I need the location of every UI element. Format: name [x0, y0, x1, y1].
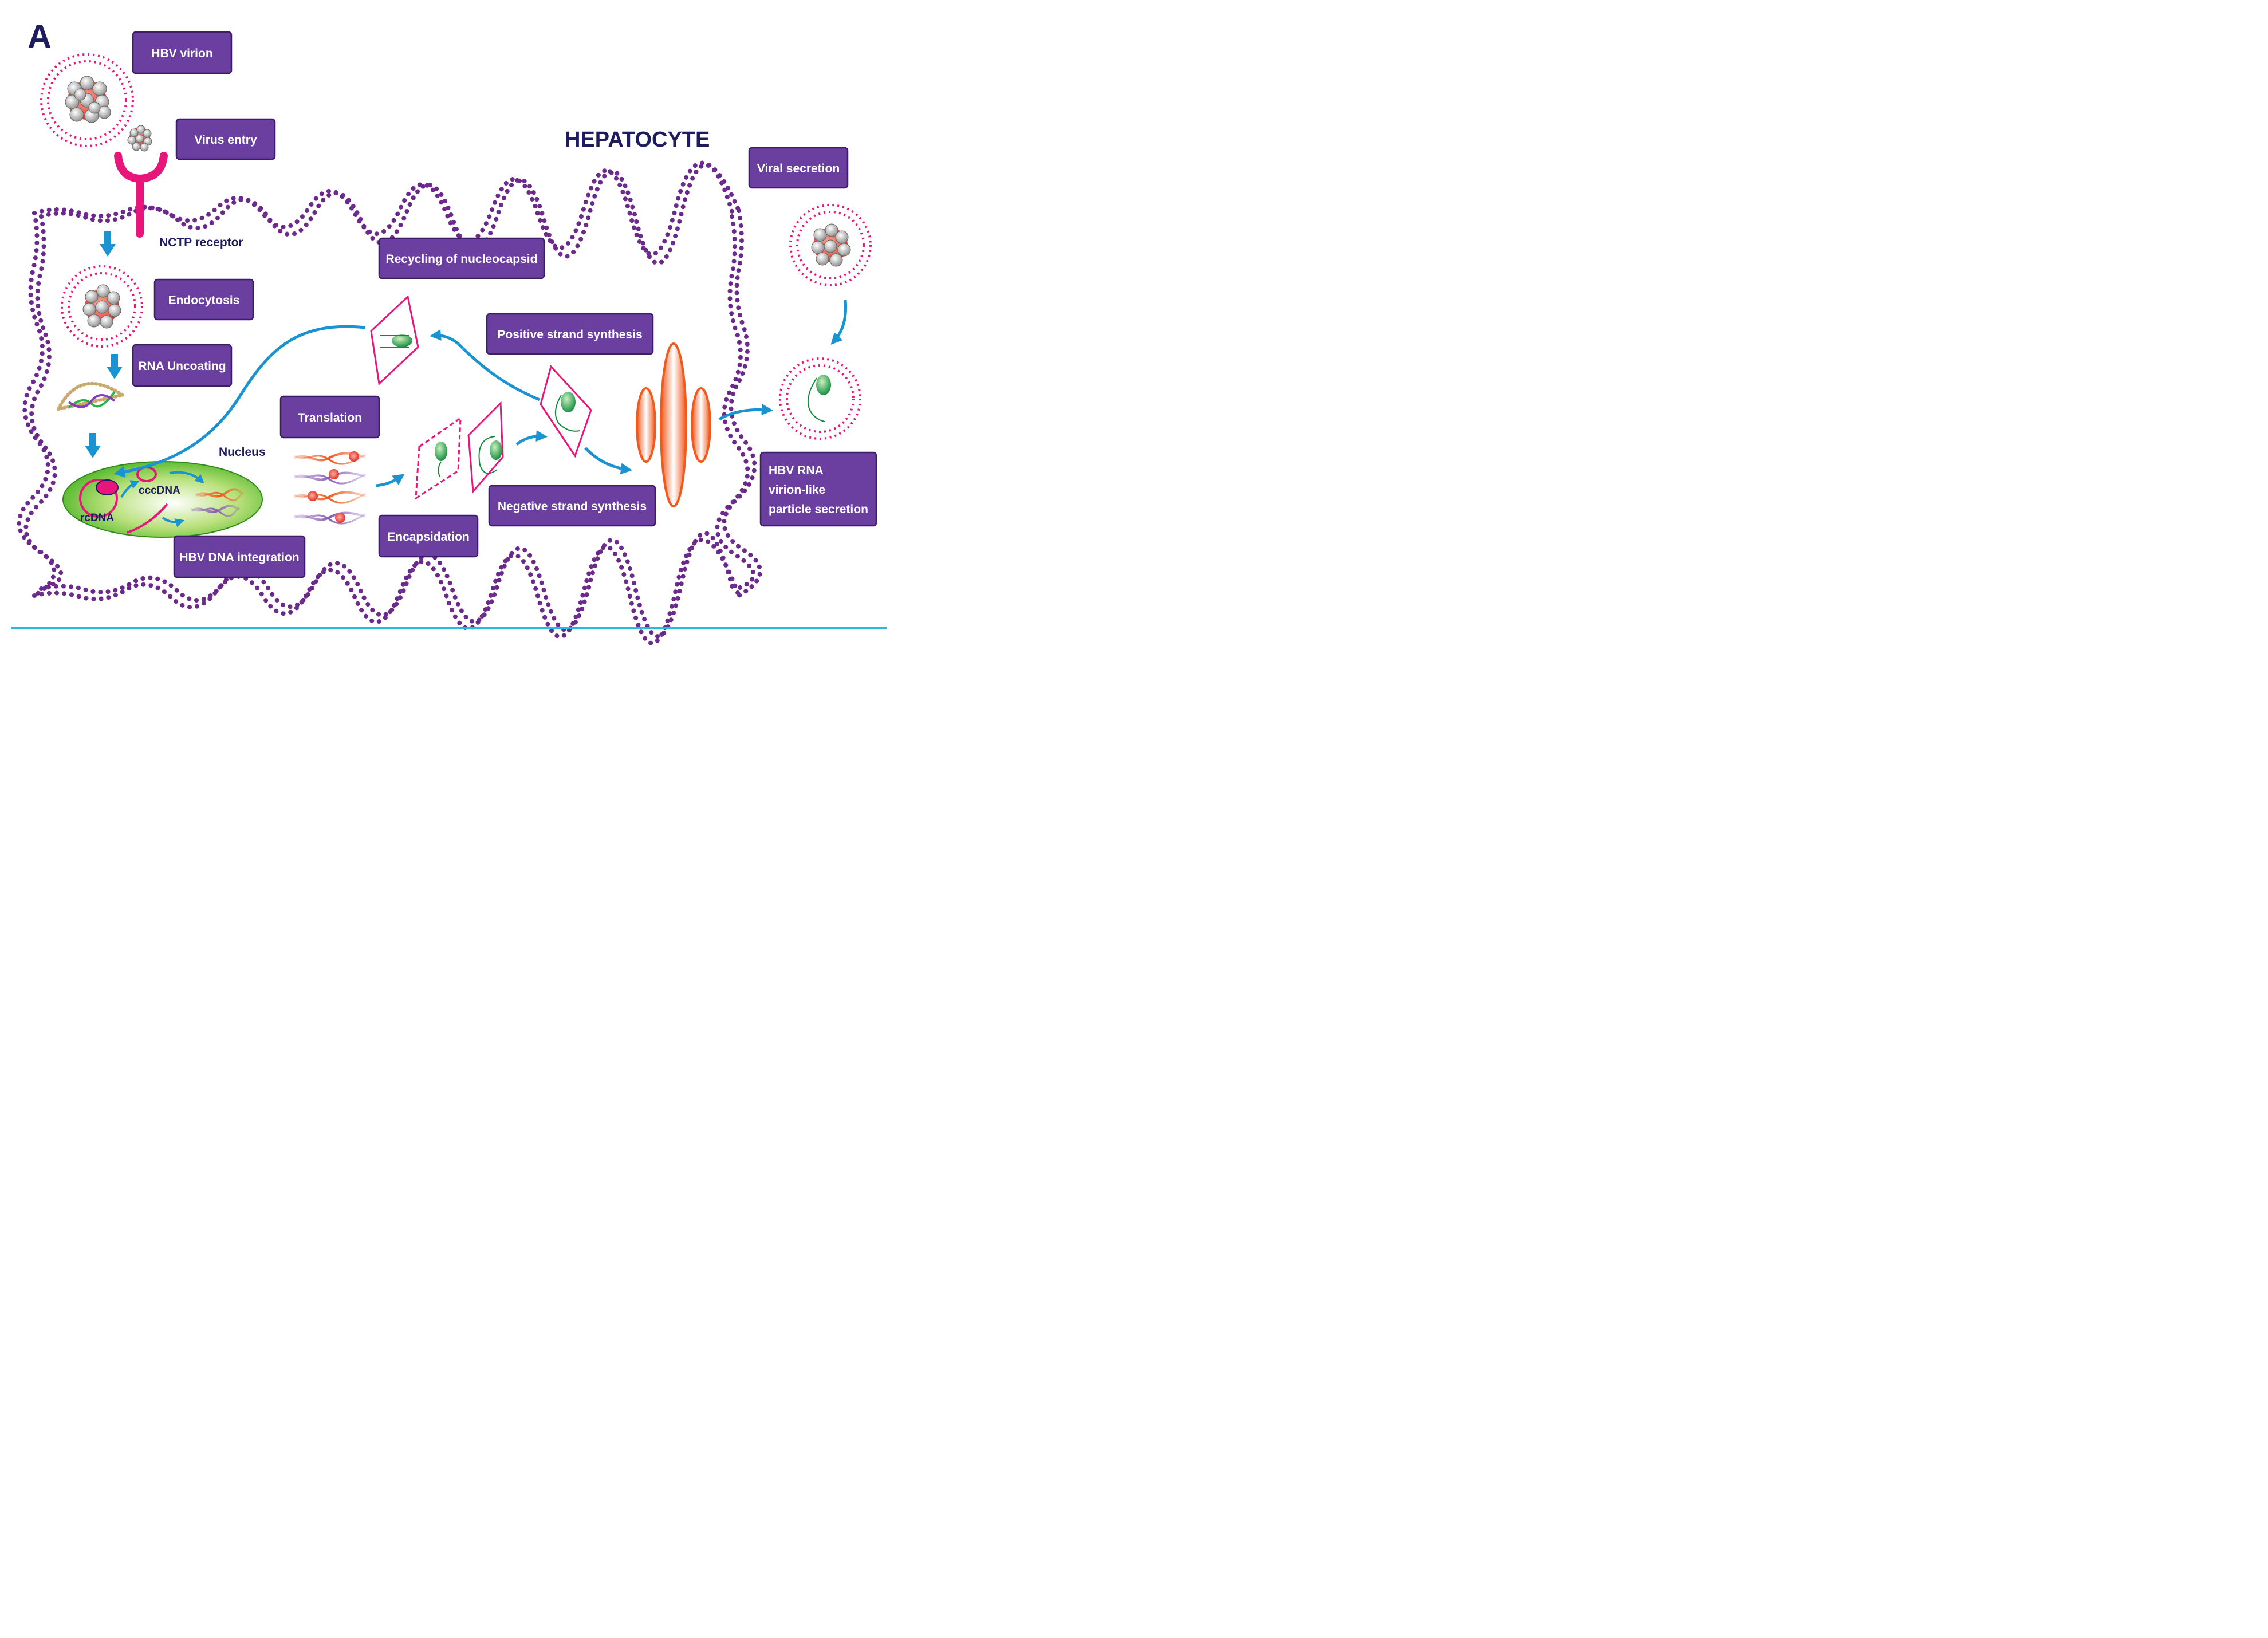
- nctp-receptor-label: NCTP receptor: [159, 236, 243, 249]
- cccdna-label: cccDNA: [139, 485, 180, 497]
- hbv-virion-particle: [40, 53, 134, 147]
- rna-virion-like-particle: [779, 357, 861, 440]
- mrna-with-ribosomes: [293, 451, 366, 525]
- capsid-negative-strand: [467, 401, 504, 494]
- nucleus: [62, 461, 263, 538]
- label-hbv-dna-integration: HBV DNA integration: [173, 535, 306, 578]
- secreted-virion: [789, 204, 872, 286]
- svg-text:HBV RNA: HBV RNA: [769, 464, 824, 477]
- svg-text:Recycling of nucleocapsid: Recycling of nucleocapsid: [386, 253, 538, 266]
- nctp-receptor-shape: [114, 152, 168, 238]
- down-arrow-1: [100, 231, 116, 257]
- uncoated-rna-capsule: [55, 381, 127, 412]
- arrow-to-secretion: [718, 404, 773, 421]
- secretory-organelle: [636, 342, 711, 507]
- svg-text:Endocytosis: Endocytosis: [168, 294, 240, 307]
- svg-text:Encapsidation: Encapsidation: [387, 530, 470, 544]
- hbv-life-cycle-diagram: A NCTP receptor HEPATOCYTE: [11, 18, 887, 646]
- down-arrow-2: [107, 354, 123, 379]
- rcdna-label: rcDNA: [80, 512, 114, 524]
- svg-text:virion-like: virion-like: [769, 483, 825, 497]
- svg-text:Viral secretion: Viral secretion: [757, 162, 840, 175]
- label-translation: Translation: [279, 395, 380, 439]
- svg-text:Positive strand synthesis: Positive strand synthesis: [497, 328, 642, 341]
- arrow-secretion-down: [830, 300, 848, 345]
- svg-text:RNA Uncoating: RNA Uncoating: [138, 360, 226, 373]
- capsid-recycling: [370, 295, 419, 386]
- entering-virion: [127, 125, 152, 152]
- arrow-positive-to-recycling: [430, 329, 540, 401]
- svg-text:Virus entry: Virus entry: [194, 133, 257, 147]
- label-positive-strand: Positive strand synthesis: [486, 313, 654, 355]
- svg-text:HBV DNA integration: HBV DNA integration: [179, 551, 299, 564]
- arrow-to-organelle: [584, 447, 632, 475]
- endocytosed-virion: [61, 265, 143, 348]
- down-arrow-3: [85, 433, 101, 458]
- capsid-encapsidation-dashed: [415, 416, 462, 500]
- label-negative-strand: Negative strand synthesis: [488, 485, 656, 527]
- label-hbv-virion: HBV virion: [132, 31, 233, 74]
- svg-text:Negative strand synthesis: Negative strand synthesis: [498, 500, 647, 513]
- label-endocytosis: Endocytosis: [153, 278, 254, 321]
- recycling-arrow: [113, 325, 366, 478]
- label-rna-uncoating: RNA Uncoating: [132, 344, 233, 387]
- capsid-positive-strand: [540, 364, 592, 458]
- cell-title: HEPATOCYTE: [565, 128, 710, 152]
- label-hbv-rna-secretion: HBV RNA virion-like particle secretion: [759, 451, 877, 527]
- arrow-to-encapsidation: [375, 474, 405, 487]
- cell-membrane: [17, 160, 762, 646]
- nucleus-label: Nucleus: [219, 446, 266, 459]
- panel-letter: A: [27, 18, 52, 56]
- arrow-to-negative-strand: [515, 430, 548, 446]
- svg-text:Translation: Translation: [298, 411, 362, 424]
- label-virus-entry: Virus entry: [175, 118, 276, 160]
- svg-text:particle secretion: particle secretion: [769, 503, 868, 516]
- label-viral-secretion: Viral secretion: [748, 147, 849, 189]
- label-encapsidation: Encapsidation: [378, 514, 479, 558]
- svg-text:HBV virion: HBV virion: [151, 47, 212, 60]
- label-recycling: Recycling of nucleocapsid: [378, 237, 545, 279]
